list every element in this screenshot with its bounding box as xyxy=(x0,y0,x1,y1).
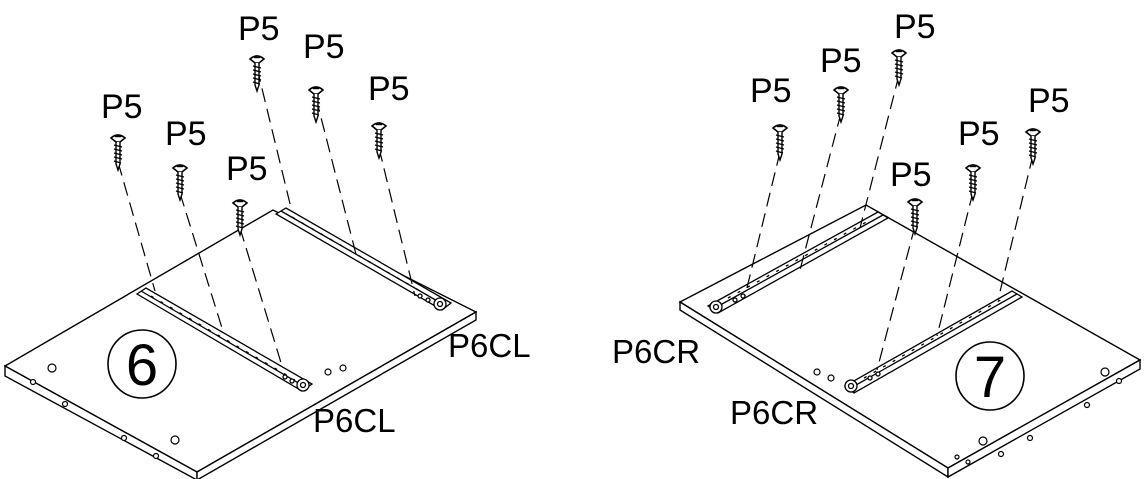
step-number-label: 6 xyxy=(126,333,158,398)
screw-label: P5 xyxy=(750,72,792,110)
screw-label: P5 xyxy=(958,115,1000,153)
screw-label: P5 xyxy=(894,8,936,46)
rail-label: P6CL xyxy=(313,402,396,439)
step-7-assembly: P5 P5 P5 P5 P5 P5 P6CR P6CR 7 xyxy=(612,8,1142,479)
screw-label: P5 xyxy=(226,150,268,188)
panel-7-holes xyxy=(813,367,1123,465)
screw-label: P5 xyxy=(368,70,410,108)
screw-guides-7 xyxy=(744,74,1034,371)
panel-6-holes xyxy=(29,363,347,460)
drawer-rail-front-6 xyxy=(135,287,314,392)
screw-icon xyxy=(772,49,1041,235)
drawer-rail-back-7 xyxy=(706,211,890,314)
step-number-6: 6 xyxy=(107,329,177,399)
screw-guides-6 xyxy=(117,67,416,367)
screw-label: P5 xyxy=(890,156,932,194)
screw-label: P5 xyxy=(303,28,345,66)
step-number-7: 7 xyxy=(955,341,1025,411)
panel-7 xyxy=(678,204,1142,479)
step-6-assembly: P5 P5 P5 P5 P5 P5 P6CL P6CL 6 xyxy=(3,10,531,479)
screw-labels-7: P5 P5 P5 P5 P5 P5 xyxy=(750,8,1070,194)
screw-label: P5 xyxy=(101,88,143,126)
rail-label: P6CR xyxy=(612,333,700,370)
step-number-label: 7 xyxy=(974,345,1006,410)
screw-label: P5 xyxy=(165,115,207,153)
rail-label: P6CL xyxy=(448,327,531,364)
drawer-rail-front-7 xyxy=(843,290,1024,394)
panel-6 xyxy=(3,209,478,479)
screw-labels-6: P5 P5 P5 P5 P5 P5 xyxy=(101,10,410,188)
screw-label: P5 xyxy=(1028,82,1070,120)
screw-label: P5 xyxy=(820,42,862,80)
rail-label: P6CR xyxy=(730,394,818,431)
screw-label: P5 xyxy=(238,10,280,48)
drawer-rail-back-6 xyxy=(274,207,453,311)
